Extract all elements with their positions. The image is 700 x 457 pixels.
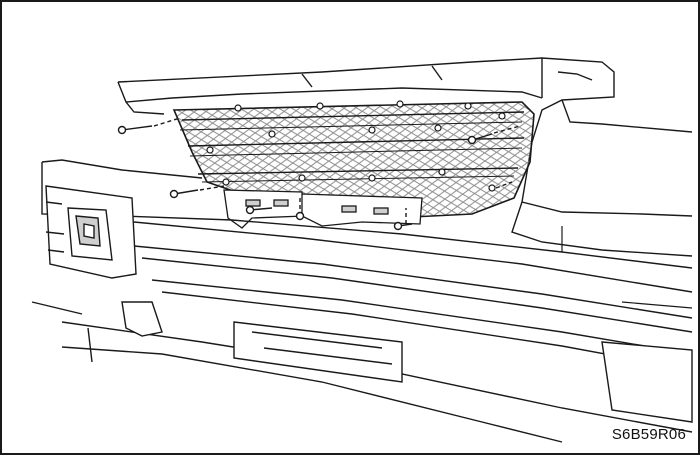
screw-center-lower — [245, 198, 305, 221]
screws — [117, 117, 521, 231]
figure-code-label: S6B59R06 — [611, 426, 686, 443]
bumper-cover — [117, 57, 693, 257]
screw-upper-left — [117, 117, 181, 135]
fender-edge — [561, 226, 693, 309]
screw-far-right — [495, 181, 513, 189]
tow-bracket — [45, 185, 137, 279]
screw-left-lower — [169, 185, 225, 199]
screw-right-lower — [393, 208, 413, 231]
grille-fastener-dots — [206, 100, 506, 192]
grille-panel — [172, 101, 535, 219]
screw-upper-right — [467, 125, 521, 145]
bumper-beam — [31, 159, 693, 443]
